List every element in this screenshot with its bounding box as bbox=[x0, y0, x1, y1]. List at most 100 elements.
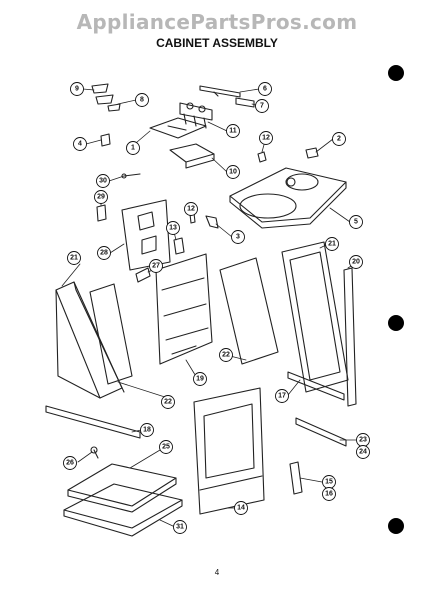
part-number-label: 4 bbox=[78, 141, 82, 148]
part-number-label: 15 bbox=[325, 479, 333, 486]
part-number-label: 17 bbox=[278, 393, 286, 400]
part-callout-31: 31 bbox=[173, 520, 187, 534]
part-callout-18: 18 bbox=[140, 423, 154, 437]
part-number-label: 14 bbox=[237, 505, 245, 512]
part-valve-assembly bbox=[179, 102, 213, 129]
part-number-label: 20 bbox=[352, 259, 360, 266]
part-number-label: 29 bbox=[97, 194, 105, 201]
part-callout-12: 12 bbox=[184, 202, 198, 216]
part-callout-23: 23 bbox=[356, 433, 370, 447]
part-callout-27: 27 bbox=[149, 259, 163, 273]
part-callout-24: 24 bbox=[356, 445, 370, 459]
part-callout-21: 21 bbox=[67, 251, 81, 265]
part-drawer-base bbox=[63, 483, 183, 537]
part-clip bbox=[173, 237, 185, 255]
part-screw bbox=[123, 173, 141, 177]
part-bottom-rail bbox=[45, 405, 141, 439]
part-callout-26: 26 bbox=[63, 456, 77, 470]
part-number-label: 8 bbox=[140, 97, 144, 104]
part-number-label: 19 bbox=[196, 376, 204, 383]
part-callout-11: 11 bbox=[226, 124, 240, 138]
part-inner-panel-center bbox=[219, 257, 279, 365]
part-number-label: 6 bbox=[263, 86, 267, 93]
part-callout-14: 14 bbox=[234, 501, 248, 515]
part-callout-22: 22 bbox=[219, 348, 233, 362]
part-callout-3: 3 bbox=[231, 230, 245, 244]
part-hinge-bracket bbox=[289, 461, 303, 495]
part-callout-28: 28 bbox=[97, 246, 111, 260]
part-number-label: 1 bbox=[131, 145, 135, 152]
part-number-label: 5 bbox=[354, 219, 358, 226]
part-number-label: 12 bbox=[262, 135, 270, 142]
part-callout-29: 29 bbox=[94, 190, 108, 204]
part-number-label: 21 bbox=[70, 255, 78, 262]
part-callout-30: 30 bbox=[96, 174, 110, 188]
part-inner-panel-left bbox=[89, 283, 133, 385]
part-callout-13: 13 bbox=[166, 221, 180, 235]
part-callout-9: 9 bbox=[70, 82, 84, 96]
part-number-label: 22 bbox=[164, 399, 172, 406]
part-callout-1: 1 bbox=[126, 141, 140, 155]
part-callout-25: 25 bbox=[159, 440, 173, 454]
diagram-title: CABINET ASSEMBLY bbox=[156, 36, 278, 50]
part-back-panel-upper bbox=[121, 199, 171, 271]
part-screw bbox=[257, 151, 267, 163]
part-number-label: 31 bbox=[176, 524, 184, 531]
page-number: 4 bbox=[214, 568, 220, 577]
part-screw bbox=[93, 449, 99, 459]
part-number-label: 25 bbox=[162, 444, 170, 451]
part-callout-22: 22 bbox=[161, 395, 175, 409]
part-cap bbox=[305, 147, 319, 159]
part-callout-2: 2 bbox=[332, 132, 346, 146]
part-callout-21: 21 bbox=[325, 237, 339, 251]
part-number-label: 21 bbox=[328, 241, 336, 248]
part-callout-12: 12 bbox=[259, 131, 273, 145]
part-callout-8: 8 bbox=[135, 93, 149, 107]
part-tray bbox=[67, 463, 177, 513]
part-mount-bracket bbox=[149, 117, 207, 139]
part-latch bbox=[96, 204, 107, 222]
part-callout-19: 19 bbox=[193, 372, 207, 386]
part-callout-7: 7 bbox=[255, 99, 269, 113]
part-brackets bbox=[91, 83, 121, 112]
part-number-label: 9 bbox=[75, 86, 79, 93]
part-cooktop bbox=[229, 167, 347, 229]
binder-hole bbox=[388, 65, 404, 81]
part-number-label: 22 bbox=[222, 352, 230, 359]
part-side-panel-left bbox=[55, 281, 125, 399]
part-number-label: 23 bbox=[359, 437, 367, 444]
part-side-rail bbox=[287, 371, 345, 401]
part-number-label: 30 bbox=[99, 178, 107, 185]
part-number-label: 13 bbox=[169, 225, 177, 232]
part-support-rail bbox=[295, 417, 347, 447]
part-number-label: 27 bbox=[152, 263, 160, 270]
part-top-rail bbox=[199, 85, 241, 98]
part-side-frame-right bbox=[281, 241, 349, 393]
part-number-label: 26 bbox=[66, 460, 74, 467]
part-number-label: 10 bbox=[229, 169, 237, 176]
part-trim-strip bbox=[343, 267, 357, 407]
part-number-label: 11 bbox=[229, 128, 237, 135]
part-number-label: 24 bbox=[359, 449, 367, 456]
part-clip bbox=[235, 97, 255, 108]
part-callout-20: 20 bbox=[349, 255, 363, 269]
part-number-label: 2 bbox=[337, 136, 341, 143]
part-callout-5: 5 bbox=[349, 215, 363, 229]
part-callout-4: 4 bbox=[73, 137, 87, 151]
part-number-label: 18 bbox=[143, 427, 151, 434]
binder-hole bbox=[388, 315, 404, 331]
part-back-panel bbox=[155, 253, 213, 365]
part-callout-15: 15 bbox=[322, 475, 336, 489]
part-number-label: 12 bbox=[187, 206, 195, 213]
part-callout-16: 16 bbox=[322, 487, 336, 501]
part-callout-6: 6 bbox=[258, 82, 272, 96]
part-number-label: 3 bbox=[236, 234, 240, 241]
part-knob bbox=[135, 267, 151, 283]
part-support-plate bbox=[169, 143, 215, 163]
part-number-label: 16 bbox=[325, 491, 333, 498]
part-callout-17: 17 bbox=[275, 389, 289, 403]
part-front-frame bbox=[193, 387, 265, 515]
part-number-label: 7 bbox=[260, 103, 264, 110]
